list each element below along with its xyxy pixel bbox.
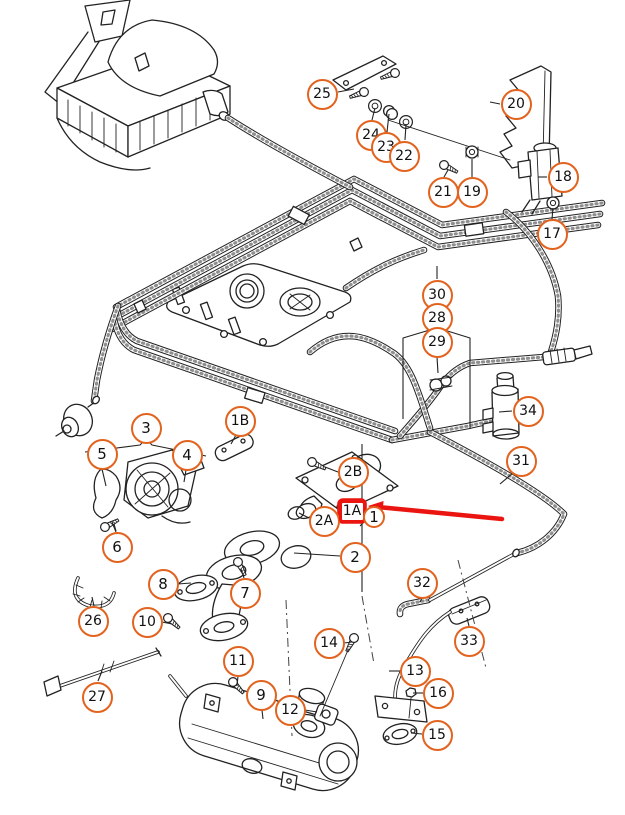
bushing-23 <box>382 104 399 121</box>
group-bracket <box>436 356 439 374</box>
clamp-33 <box>447 596 491 625</box>
leader-line <box>261 709 264 720</box>
callout-33[interactable]: 33 <box>453 625 485 657</box>
leader-line <box>337 88 355 93</box>
spacer-1B <box>214 433 254 462</box>
callout-1A[interactable]: 1A <box>338 499 366 523</box>
pipe-fitting <box>542 345 593 366</box>
leader-line <box>101 468 107 487</box>
o-ring-2 <box>280 545 312 569</box>
leader-line <box>419 597 423 603</box>
leader-line <box>298 512 310 519</box>
egr-pipe-13 <box>374 610 452 723</box>
leader-line <box>410 732 423 735</box>
callout-2A[interactable]: 2A <box>308 505 340 537</box>
leader-line <box>343 641 353 644</box>
leader-line <box>498 410 513 413</box>
callout-1[interactable]: 1 <box>363 506 385 528</box>
leader-line <box>499 472 514 485</box>
vacuum-hose-network <box>94 118 602 614</box>
callout-22[interactable]: 22 <box>388 140 420 172</box>
callout-15[interactable]: 15 <box>421 719 453 751</box>
leader-line <box>371 107 376 121</box>
leader-line <box>97 670 103 682</box>
projection-line <box>361 595 375 665</box>
callout-27[interactable]: 27 <box>81 681 113 713</box>
callout-13[interactable]: 13 <box>399 655 431 687</box>
leader-line <box>466 617 470 627</box>
callout-21[interactable]: 21 <box>427 176 459 208</box>
callout-8[interactable]: 8 <box>147 568 179 600</box>
callout-4[interactable]: 4 <box>171 439 203 471</box>
check-valve <box>55 395 101 438</box>
leader-line <box>324 466 339 473</box>
valve-cover <box>166 263 352 347</box>
seal-2A <box>287 506 305 520</box>
callout-7[interactable]: 7 <box>229 577 261 609</box>
leader-line <box>236 675 239 687</box>
callout-2[interactable]: 2 <box>339 541 371 573</box>
leader-line <box>113 523 117 532</box>
callout-6[interactable]: 6 <box>101 531 133 563</box>
leader-line <box>404 123 407 141</box>
banjo-bolt-14 <box>319 631 361 717</box>
callout-25[interactable]: 25 <box>306 78 338 110</box>
leader-line <box>183 469 187 483</box>
callout-2B[interactable]: 2B <box>337 456 369 488</box>
leader-line <box>489 101 501 105</box>
leader-line <box>161 621 173 625</box>
callout-17[interactable]: 17 <box>536 218 568 250</box>
egr-cooler-9 <box>168 674 360 792</box>
vacuum-reservoir-34 <box>482 371 520 440</box>
leader-line <box>386 113 390 133</box>
callout-9[interactable]: 9 <box>245 679 277 711</box>
callout-12[interactable]: 12 <box>274 694 306 726</box>
highlight-arrow-shaft <box>380 505 505 522</box>
support-rod-27 <box>43 647 162 697</box>
callout-1B[interactable]: 1B <box>224 405 256 437</box>
callout-19[interactable]: 19 <box>456 176 488 208</box>
callout-16[interactable]: 16 <box>422 677 454 709</box>
gasket-12 <box>314 703 339 726</box>
callout-18[interactable]: 18 <box>547 161 579 193</box>
callout-34[interactable]: 34 <box>512 395 544 427</box>
mounting-plate <box>332 55 397 91</box>
callout-5[interactable]: 5 <box>86 438 118 470</box>
callout-31[interactable]: 31 <box>505 445 537 477</box>
callout-10[interactable]: 10 <box>131 606 163 638</box>
leader-line <box>177 582 192 585</box>
callout-32[interactable]: 32 <box>406 567 438 599</box>
callout-20[interactable]: 20 <box>500 88 532 120</box>
callout-14[interactable]: 14 <box>313 627 345 659</box>
leader-line <box>230 434 237 445</box>
leader-line <box>240 568 245 579</box>
hose-connector-29 <box>429 375 453 392</box>
projection-line <box>285 599 293 737</box>
callout-29[interactable]: 29 <box>421 326 453 358</box>
callout-11[interactable]: 11 <box>222 645 254 677</box>
nut-16 <box>405 687 417 719</box>
air-filter-housing <box>44 0 231 171</box>
leader-line <box>91 596 95 607</box>
gasket-15 <box>382 722 418 746</box>
leader-line <box>443 169 449 178</box>
leader-line <box>304 709 318 713</box>
callout-26[interactable]: 26 <box>77 605 109 637</box>
leader-line <box>551 207 554 220</box>
grommet-19 <box>465 145 479 159</box>
callout-3[interactable]: 3 <box>130 412 162 444</box>
pipe-31-rod <box>428 548 520 602</box>
leader-line <box>293 552 341 557</box>
